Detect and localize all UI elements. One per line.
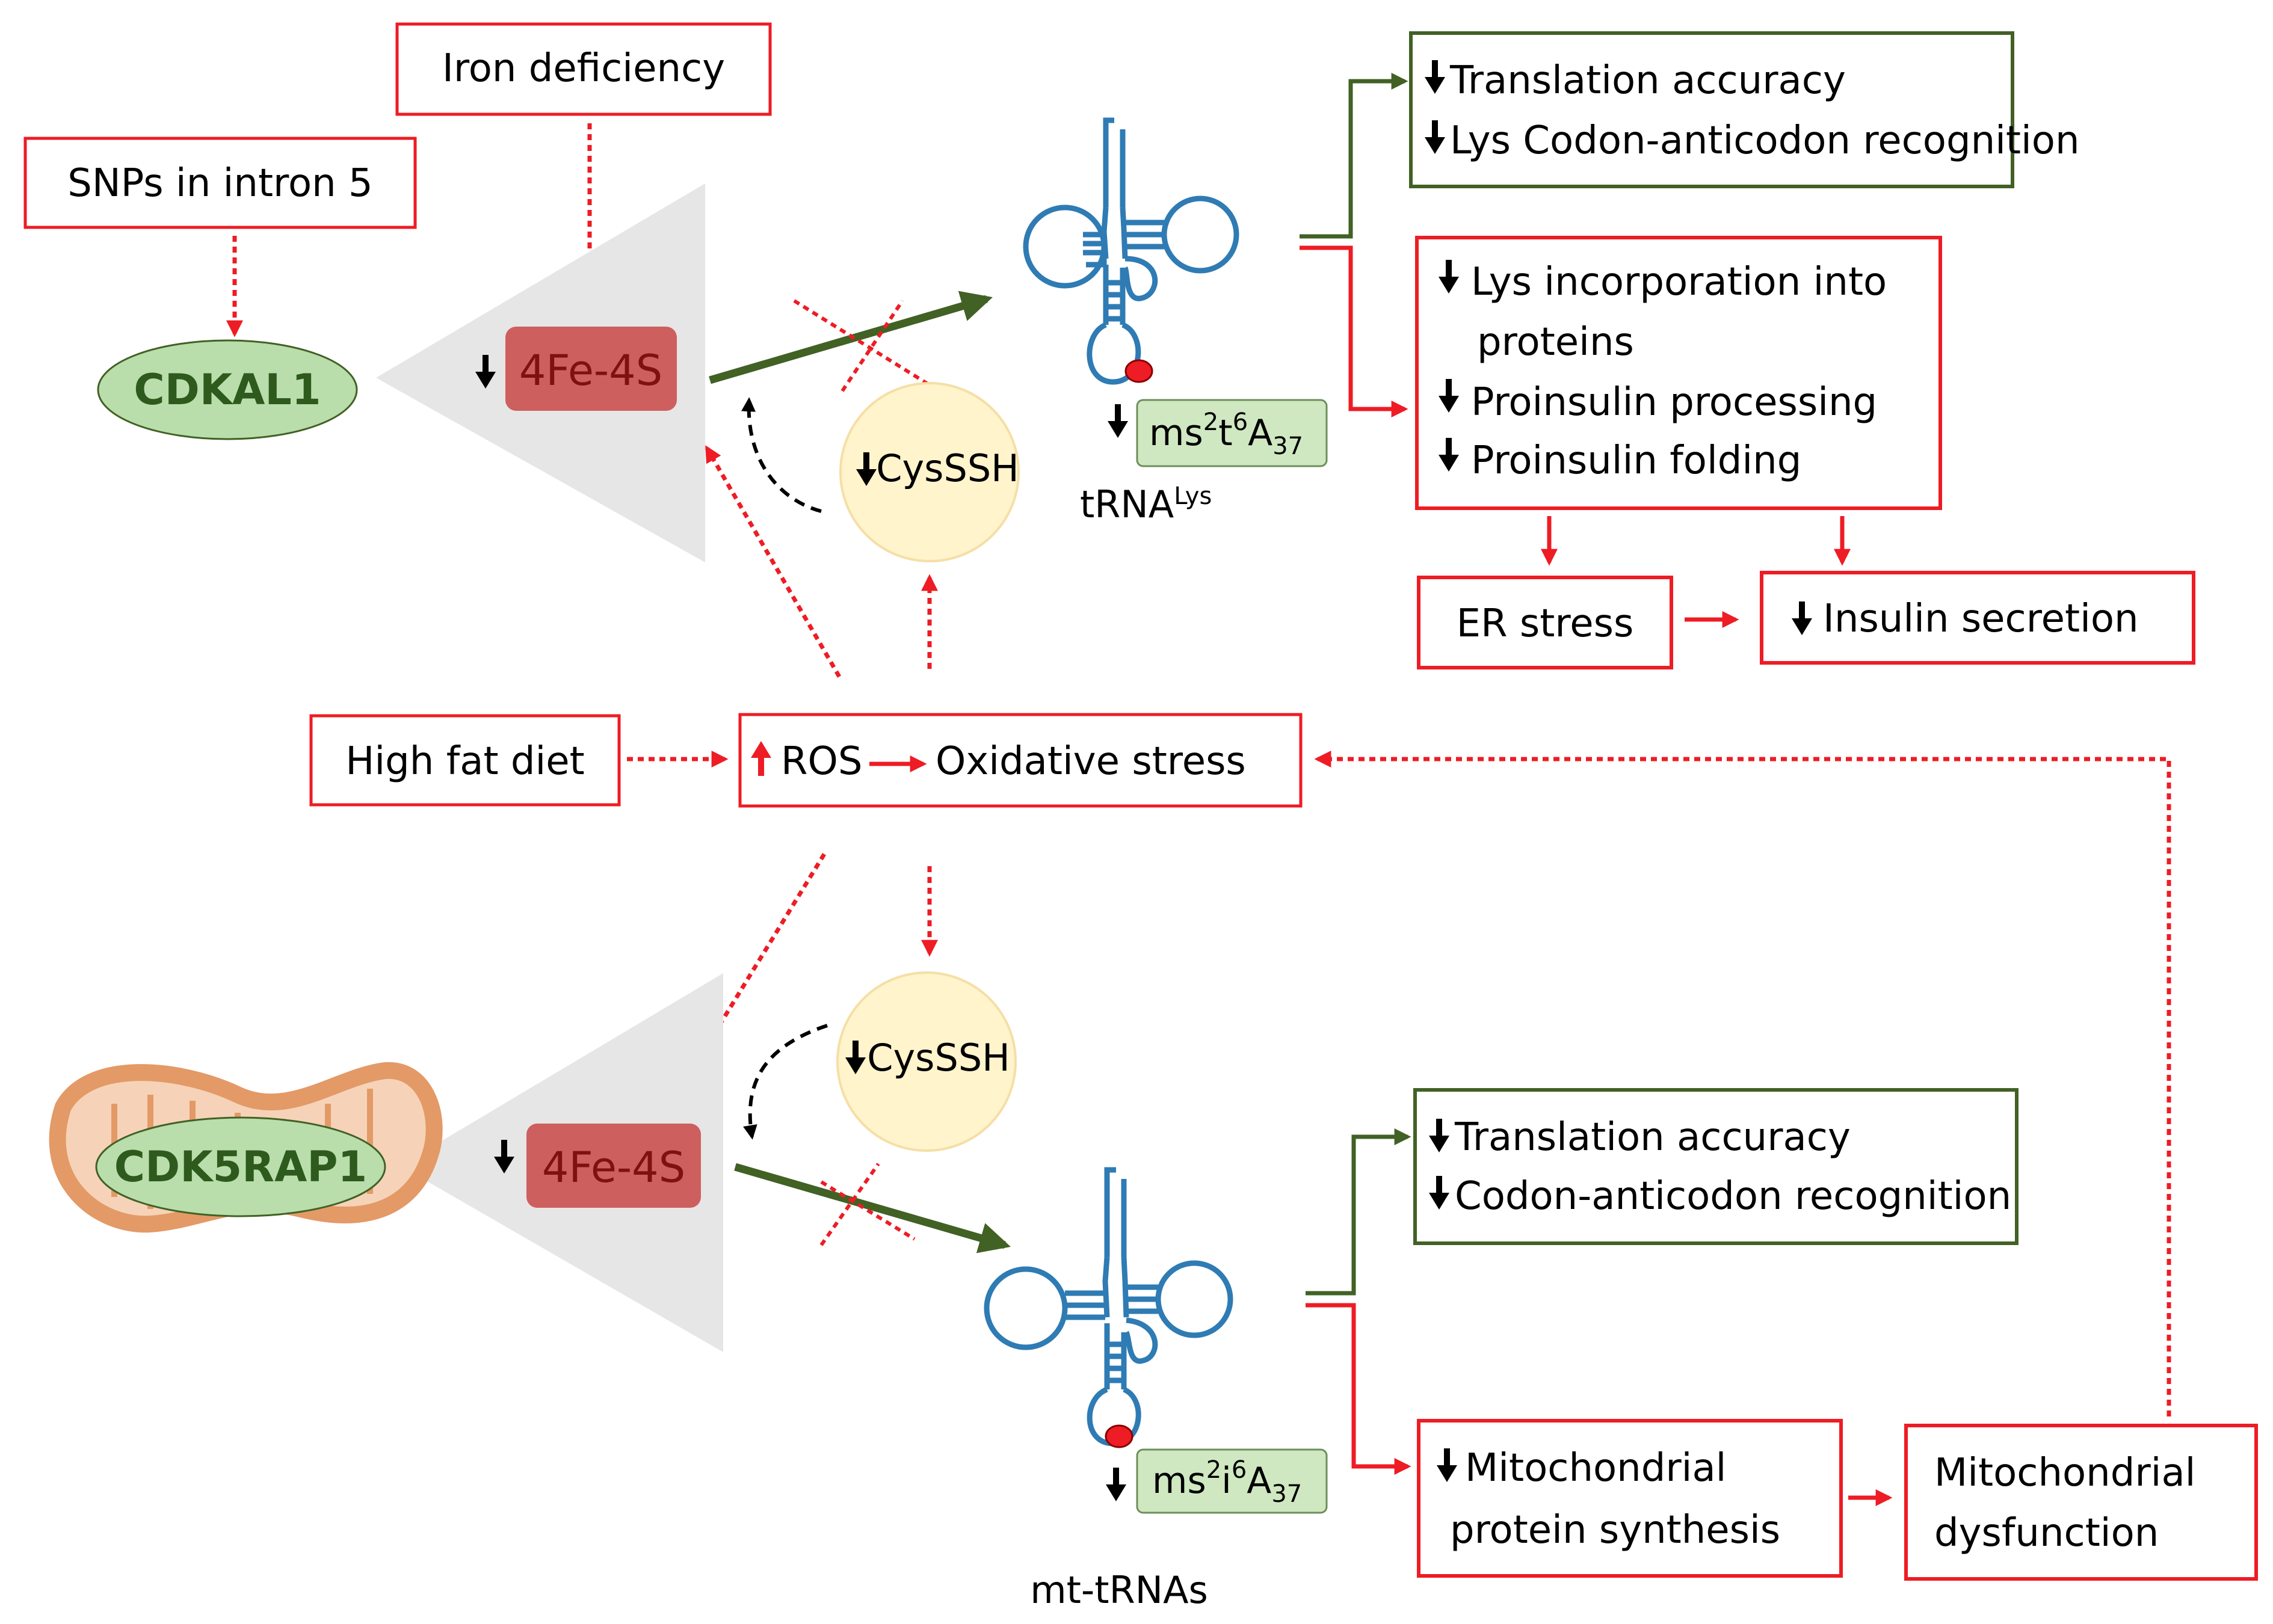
mito-synthesis-line1: Mitochondrial bbox=[1465, 1446, 1726, 1490]
translation-accuracy-bottom: Translation accuracy bbox=[1454, 1115, 1851, 1160]
mod-down-arrow-bottom bbox=[1106, 1468, 1126, 1501]
cysssh-to-cluster-bottom-arrow bbox=[743, 1024, 828, 1140]
cluster-to-trna-top-arrow bbox=[709, 291, 993, 384]
mod-bottom-label: ms2i6A37 bbox=[1152, 1456, 1302, 1508]
mt-trnas-label: mt-tRNAs bbox=[1030, 1568, 1208, 1612]
translation-effects-box-bottom: Translation accuracy Codon-anticodon rec… bbox=[1413, 1088, 2019, 1245]
proinsulin-processing-label: Proinsulin processing bbox=[1471, 380, 1877, 425]
iron-deficiency-label: Iron deficiency bbox=[442, 46, 725, 91]
ros-label: ROS bbox=[781, 739, 862, 784]
fe-s-cluster-top: 4Fe-4S bbox=[505, 327, 677, 411]
mito-dysfunction-line1: Mitochondrial bbox=[1934, 1451, 2195, 1495]
modification-box-bottom: ms2i6A37 bbox=[1136, 1448, 1328, 1514]
translation-effects-box-top: Translation accuracy Lys Codon-anticodon… bbox=[1409, 31, 2080, 188]
er-stress-box: ER stress bbox=[1417, 576, 1673, 669]
snps-label: SNPs in intron 5 bbox=[67, 161, 372, 206]
dysfunction-to-ros-feedback-arrow bbox=[1314, 751, 2171, 1416]
fe-s-cluster-top-label: 4Fe-4S bbox=[519, 346, 662, 395]
cysssh-bottom-label: CysSSH bbox=[867, 1036, 1010, 1080]
cdk5rap1-label: CDK5RAP1 bbox=[114, 1142, 368, 1192]
high-fat-diet-box: High fat diet bbox=[309, 714, 621, 807]
fe-s-cluster-bottom: 4Fe-4S bbox=[526, 1124, 701, 1208]
ros-box: ROS Oxidative stress bbox=[738, 713, 1303, 808]
trna-lys-label: tRNALys bbox=[1080, 482, 1212, 526]
trna-top-to-red-effects bbox=[1300, 245, 1408, 417]
trna-bottom-to-red-effects bbox=[1306, 1303, 1411, 1475]
cdkal1-ellipse: CDKAL1 bbox=[97, 339, 358, 440]
iron-deficiency-box: Iron deficiency bbox=[395, 22, 772, 116]
cysssh-circle-top: CysSSH bbox=[839, 382, 1020, 562]
mod-down-arrow-top bbox=[1108, 404, 1128, 438]
inhibition-cross-top bbox=[793, 299, 931, 392]
mito-dysfunction-box: Mitochondrial dysfunction bbox=[1904, 1424, 2258, 1581]
ros-to-cluster-top-arrow bbox=[705, 445, 842, 678]
mt-trna-structure bbox=[984, 1167, 1233, 1448]
snps-box: SNPs in intron 5 bbox=[23, 137, 417, 229]
fe-s-cluster-bottom-label: 4Fe-4S bbox=[542, 1143, 685, 1192]
mito-dysfunction-line2: dysfunction bbox=[1934, 1511, 2159, 1555]
insulin-effects-box: Lys incorporation into proteins Proinsul… bbox=[1415, 236, 1942, 510]
mito-protein-synthesis-box: Mitochondrial protein synthesis bbox=[1417, 1419, 1843, 1578]
high-fat-diet-label: High fat diet bbox=[345, 739, 585, 784]
translation-accuracy-top: Translation accuracy bbox=[1449, 58, 1846, 103]
oxidative-stress-label: Oxidative stress bbox=[936, 739, 1246, 784]
cysssh-circle-bottom: CysSSH bbox=[836, 971, 1017, 1152]
proinsulin-folding-label: Proinsulin folding bbox=[1471, 438, 1801, 483]
cluster-to-trna-bottom-arrow bbox=[734, 1163, 1011, 1253]
mod-top-label: ms2t6A37 bbox=[1149, 408, 1303, 460]
proteins-label: proteins bbox=[1477, 320, 1634, 364]
ros-to-cluster-bottom-arrow bbox=[675, 853, 826, 1098]
cdk5rap1-ellipse: CDK5RAP1 bbox=[95, 1116, 386, 1217]
inhibition-cross-bottom bbox=[819, 1163, 916, 1246]
trna-bottom-to-green-effects bbox=[1306, 1128, 1411, 1296]
codon-recognition-top: Lys Codon-anticodon recognition bbox=[1450, 118, 2080, 163]
cysssh-top-label: CysSSH bbox=[876, 446, 1019, 490]
modification-box-top: ms2t6A37 bbox=[1136, 399, 1328, 467]
er-stress-label: ER stress bbox=[1457, 601, 1634, 646]
trna-top-to-green-effects bbox=[1300, 73, 1408, 239]
codon-recognition-bottom: Codon-anticodon recognition bbox=[1455, 1174, 2011, 1219]
mito-synthesis-line2: protein synthesis bbox=[1450, 1508, 1780, 1552]
insulin-secretion-box: Insulin secretion bbox=[1760, 571, 2195, 665]
cysssh-to-cluster-top-arrow bbox=[741, 397, 822, 513]
insulin-secretion-label: Insulin secretion bbox=[1823, 597, 2139, 641]
lys-incorporation-label: Lys incorporation into bbox=[1471, 260, 1887, 304]
cdkal1-label: CDKAL1 bbox=[134, 365, 321, 414]
trna-lys-structure bbox=[1023, 117, 1239, 385]
